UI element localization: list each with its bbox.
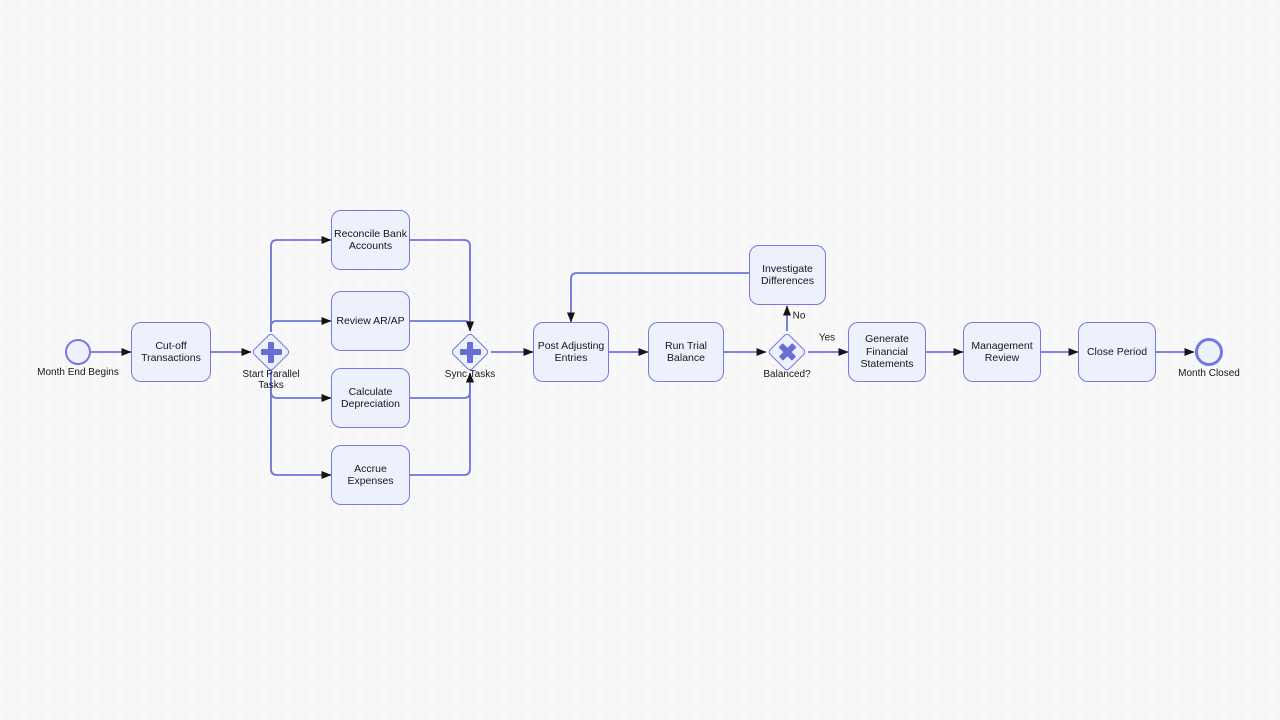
task-label-line: Accounts <box>348 240 393 252</box>
task-label-line: Expenses <box>347 475 394 487</box>
flow-label-no: No <box>792 310 806 322</box>
task-label-line: Accrue <box>354 462 387 475</box>
flow-review-ar-ap-to-join <box>410 320 474 332</box>
gateway-label-line: Start Parallel <box>242 369 300 380</box>
task-close-period[interactable]: Close Period <box>1078 322 1156 382</box>
exclusive-gateway-label: Balanced? <box>763 369 811 381</box>
task-label-line: Differences <box>761 275 814 287</box>
start-event[interactable] <box>65 339 91 365</box>
task-label-line: Generate <box>865 333 909 346</box>
task-label-line: Post Adjusting <box>537 339 605 352</box>
flow-investigate-differences-to-post-adjusting-entries <box>567 272 749 323</box>
flow-split-to-reconcile-bank-accounts <box>270 236 332 332</box>
task-label-line: Review <box>984 352 1020 364</box>
parallel-gateway-label: Sync Tasks <box>444 369 496 381</box>
flow-split-to-review-ar-ap <box>270 317 332 332</box>
flow-split-to-accrue-expenses <box>270 372 332 479</box>
event-label-line: Month Closed <box>1178 368 1240 379</box>
task-label-line: Financial <box>865 345 909 358</box>
exclusive-gateway-balanced[interactable] <box>767 332 807 372</box>
flow-reconcile-bank-accounts-to-join <box>410 239 474 332</box>
task-label-line: Calculate <box>348 385 393 398</box>
task-label-line: Transactions <box>141 352 201 364</box>
task-label-line: Reconcile Bank <box>334 227 407 240</box>
gateway-label-line: Balanced? <box>763 369 811 380</box>
task-label-line: Balance <box>667 352 705 364</box>
task-label-line: Investigate <box>762 262 813 275</box>
parallel-gateway-split[interactable] <box>251 332 291 372</box>
start-event-label: Month End Begins <box>37 367 119 379</box>
task-label-line: Review AR/AP <box>336 314 405 327</box>
task-label-line: Cut-off <box>155 339 187 352</box>
task-label-line: Close Period <box>1086 345 1148 358</box>
task-label-line: Run Trial <box>664 339 707 352</box>
task-review-ar-ap[interactable]: Review AR/AP <box>331 291 410 351</box>
task-label-line: Management <box>971 339 1033 352</box>
end-event[interactable] <box>1195 338 1223 366</box>
task-label: Close Period <box>1087 346 1147 359</box>
task-label: Review AR/AP <box>336 315 404 328</box>
parallel-gateway-join[interactable] <box>450 332 490 372</box>
gateway-label-line: Sync Tasks <box>444 369 496 380</box>
task-label-line: Depreciation <box>341 398 400 410</box>
flow-label-yes: Yes <box>818 332 836 344</box>
task-label-line: Entries <box>554 352 588 364</box>
event-label-line: Month End Begins <box>37 367 119 378</box>
flow-accrue-expenses-to-join <box>410 372 474 476</box>
task-label-line: Statements <box>860 358 914 371</box>
gateway-label-line: Tasks <box>258 379 284 391</box>
end-event-label: Month Closed <box>1178 368 1240 380</box>
